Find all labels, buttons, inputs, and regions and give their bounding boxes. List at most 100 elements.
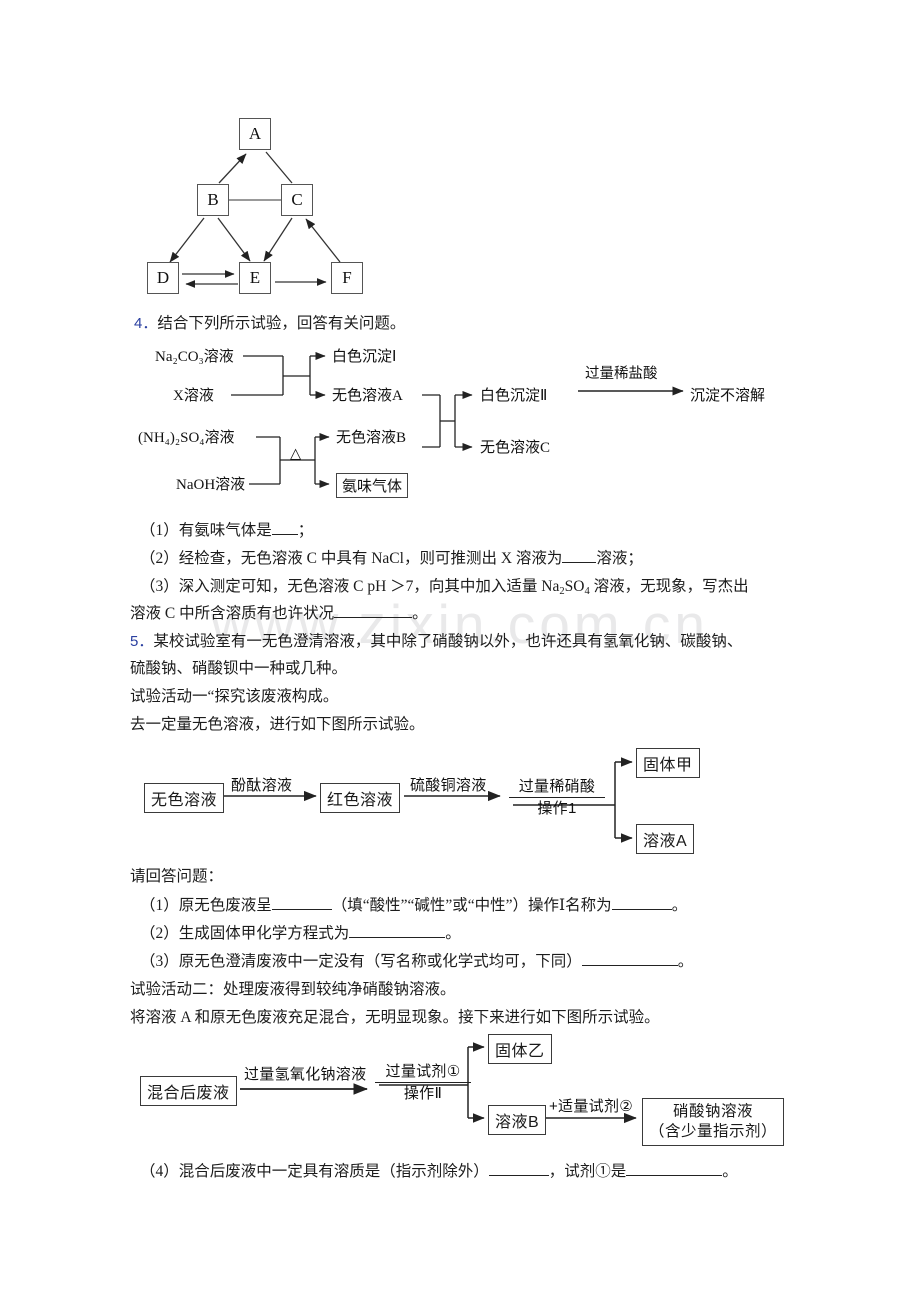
flowchart-mixed-waste: 混合后废液 过量氢氧化钠溶液 过量试剂① 操作Ⅱ 固体乙 溶液B +适量试剂② … — [140, 1034, 785, 1146]
flow2-node-solution-a: 溶液A — [636, 824, 695, 854]
flow2-edge-excess-dilute-nitric-acid: 过量稀硝酸 操作1 — [509, 777, 605, 818]
question-5-activity-2: 试验活动二：处理废液得到较纯净硝酸钠溶液。 — [130, 981, 456, 998]
flow3-node-line1: 硝酸钠溶液 — [673, 1103, 754, 1120]
flow3-node-sodium-nitrate-solution: 硝酸钠溶液 （含少量指示剂） — [642, 1098, 785, 1146]
question-5-stem-line2: 硫酸钠、硝酸钡中一种或几种。 — [130, 660, 348, 677]
q5-item4-post: 。 — [722, 1163, 738, 1180]
q4-item3-line2-post: 。 — [412, 605, 428, 622]
question-4-item-3-line1: （3）深入测定可知，无色溶液 C pH ＞7，向其中加入适量 Na2SO4 溶液… — [140, 573, 749, 605]
q5-item3-pre: 原无色澄清废液中一定没有（写名称或化学式均可，下同） — [178, 953, 582, 970]
q4-item3-sub-a: 2 — [559, 585, 565, 597]
question-4-stem-text: 结合下列所示试验，回答有关问题。 — [157, 315, 406, 332]
flow3-edge-excess-reagent-1: 过量试剂① 操作Ⅱ — [375, 1062, 471, 1103]
q4-item1-post: ； — [297, 522, 314, 539]
question-4-stem: 4．结合下列所示试验，回答有关问题。 — [134, 310, 405, 337]
node-a: A — [239, 118, 271, 150]
q5-item2-label: （2） — [140, 925, 179, 942]
node-e: E — [239, 262, 271, 294]
flow1-input-x: X溶液 — [173, 388, 214, 404]
node-c: C — [281, 184, 313, 216]
flow1-heating-condition: △ — [290, 446, 302, 462]
question-5-stem-line1: 5．某校试验室有一无色澄清溶液，其中除了硝酸钠以外，也许还具有氢氧化钠、碳酸钠、 — [130, 628, 742, 655]
flow3-node-mixed-waste: 混合后废液 — [140, 1076, 237, 1106]
q5-item2-pre: 生成固体甲化学方程式为 — [178, 925, 350, 942]
q4-item1-text: 有氨味气体是 — [178, 522, 272, 539]
q5-item2-post: 。 — [445, 925, 461, 942]
q5-item4-blank-1[interactable] — [488, 1175, 549, 1176]
question-5-item-3: （3）原无色澄清废液中一定没有（写名称或化学式均可，下同） 。 — [140, 948, 693, 975]
q5-item4-mid: ，试剂①是 — [548, 1163, 627, 1180]
q4-item1-blank[interactable] — [271, 534, 298, 535]
flow1-colorless-solution-c: 无色溶液C — [480, 440, 551, 456]
q4-item3-label: （3） — [140, 578, 179, 595]
question-5-answer-prompt: 请回答问题： — [130, 868, 224, 885]
diagram-arrows — [169, 151, 341, 288]
substance-relationship-diagram: A B C D E F — [0, 0, 920, 300]
q4-item2-text: 经检查，无色溶液 C 中具有 NaCl，则可推测出 X 溶液为 — [178, 550, 563, 567]
question-5-activity-2-note: 将溶液 A 和原无色废液充足混合，无明显现象。接下来进行如下图所示试验。 — [130, 1009, 660, 1026]
q5-item4-label: （4） — [140, 1163, 179, 1180]
flow1-white-precipitate-2: 白色沉淀Ⅱ — [480, 388, 548, 404]
q5-item1-mid: （填“酸性”“碱性”或“中性”）操作Ⅰ名称为 — [331, 897, 612, 914]
q4-item3-sub-b: 4 — [584, 585, 590, 597]
q5-item1-pre: 原无色废液呈 — [178, 897, 272, 914]
flow2-edge-top: 过量稀硝酸 — [509, 777, 605, 798]
q4-item3-text-c: 溶液，无现象，写杰出 — [589, 578, 749, 595]
q5-item1-blank-2[interactable] — [611, 909, 672, 910]
q4-item2-blank[interactable] — [562, 562, 597, 563]
q5-item1-blank-1[interactable] — [271, 909, 332, 910]
q5-item1-post: 。 — [671, 897, 688, 914]
question-5-activity-1-note: 去一定量无色溶液，进行如下图所示试验。 — [130, 716, 425, 733]
flowchart-colorless-solution: 无色溶液 酚酞溶液 红色溶液 硫酸铜溶液 过量稀硝酸 操作1 固体甲 溶液A — [144, 748, 700, 854]
q5-item1-label: （1） — [140, 897, 179, 914]
flow1-output-ammonia-gas: 氨味气体 — [336, 473, 409, 498]
flow1-input-nh4-2so4: (NH₄)₂SO₄溶液 — [138, 430, 235, 446]
flow1-output-colorless-solution-a: 无色溶液A — [332, 388, 403, 404]
flow1-output-colorless-solution-b: 无色溶液B — [336, 430, 407, 446]
q5-item2-blank[interactable] — [349, 937, 446, 938]
flow2-node-colorless-solution: 无色溶液 — [144, 783, 225, 813]
question-5-item-4: （4）混合后废液中一定具有溶质是（指示剂除外） ，试剂①是 。 — [140, 1158, 738, 1185]
flow3-node-solid-yi: 固体乙 — [488, 1034, 552, 1064]
q4-item3-text-b: SO — [564, 578, 585, 595]
flow3-edge-reagent-2: +适量试剂② — [549, 1098, 634, 1115]
flow3-node-solution-b: 溶液B — [488, 1105, 547, 1135]
q5-item4-pre: 混合后废液中一定具有溶质是（指示剂除外） — [178, 1163, 489, 1180]
q4-item3-text-a: 深入测定可知，无色溶液 C pH ＞7，向其中加入适量 Na — [178, 578, 560, 595]
flow3-edge-bottom: 操作Ⅱ — [403, 1085, 443, 1102]
flow2-edge-bottom: 操作1 — [537, 800, 577, 817]
q5-item3-label: （3） — [140, 953, 179, 970]
flow3-edge-top: 过量试剂① — [375, 1062, 471, 1083]
flow1-input-naoh: NaOH溶液 — [176, 477, 246, 493]
q4-item3-line2-text: 溶液 C 中所含溶质有也许状况 — [130, 605, 335, 622]
flow3-edge-excess-naoh: 过量氢氧化钠溶液 — [244, 1066, 367, 1083]
flow1-final-precipitate-insoluble: 沉淀不溶解 — [690, 388, 766, 404]
flowchart-2-lines — [224, 757, 633, 843]
question-4-item-2: （2）经检查，无色溶液 C 中具有 NaCl，则可推测出 X 溶液为溶液； — [140, 545, 643, 572]
flow1-input-na2co3: Na₂CO₃溶液 — [155, 349, 234, 365]
question-5-activity-1: 试验活动一“探究该废液构成。 — [130, 688, 339, 705]
q4-item3-blank[interactable] — [334, 617, 413, 618]
q4-item2-label: （2） — [140, 550, 179, 567]
flow1-output-white-precipitate-1: 白色沉淀Ⅰ — [332, 349, 397, 365]
q5-item3-blank[interactable] — [581, 965, 678, 966]
q5-item4-blank-2[interactable] — [626, 1175, 723, 1176]
node-d: D — [147, 262, 179, 294]
q5-item3-post: 。 — [677, 953, 694, 970]
question-5-stem-text-1: 某校试验室有一无色澄清溶液，其中除了硝酸钠以外，也许还具有氢氧化钠、碳酸钠、 — [153, 633, 743, 650]
flow1-reagent-excess-dilute-hcl: 过量稀盐酸 — [585, 366, 658, 382]
flow3-node-line2: （含少量指示剂） — [649, 1123, 778, 1140]
question-4-item-3-line2: 溶液 C 中所含溶质有也许状况 。 — [130, 600, 428, 627]
q4-item1-label: （1） — [140, 522, 179, 539]
flowchart-na2co3: Na₂CO₃溶液 X溶液 白色沉淀Ⅰ 无色溶液A (NH₄)₂SO₄溶液 NaO… — [0, 0, 920, 520]
node-f: F — [331, 262, 363, 294]
node-b: B — [197, 184, 229, 216]
flowchart-1-lines — [231, 351, 684, 489]
flow2-node-red-solution: 红色溶液 — [320, 783, 401, 813]
question-5-item-1: （1）原无色废液呈 （填“酸性”“碱性”或“中性”）操作Ⅰ名称为 。 — [140, 892, 687, 919]
flow2-node-solid-jia: 固体甲 — [636, 748, 700, 778]
question-4-number: 4． — [134, 315, 158, 332]
question-4-item-1: （1）有氨味气体是 ； — [140, 517, 313, 544]
flowchart-3-lines — [240, 1042, 637, 1124]
